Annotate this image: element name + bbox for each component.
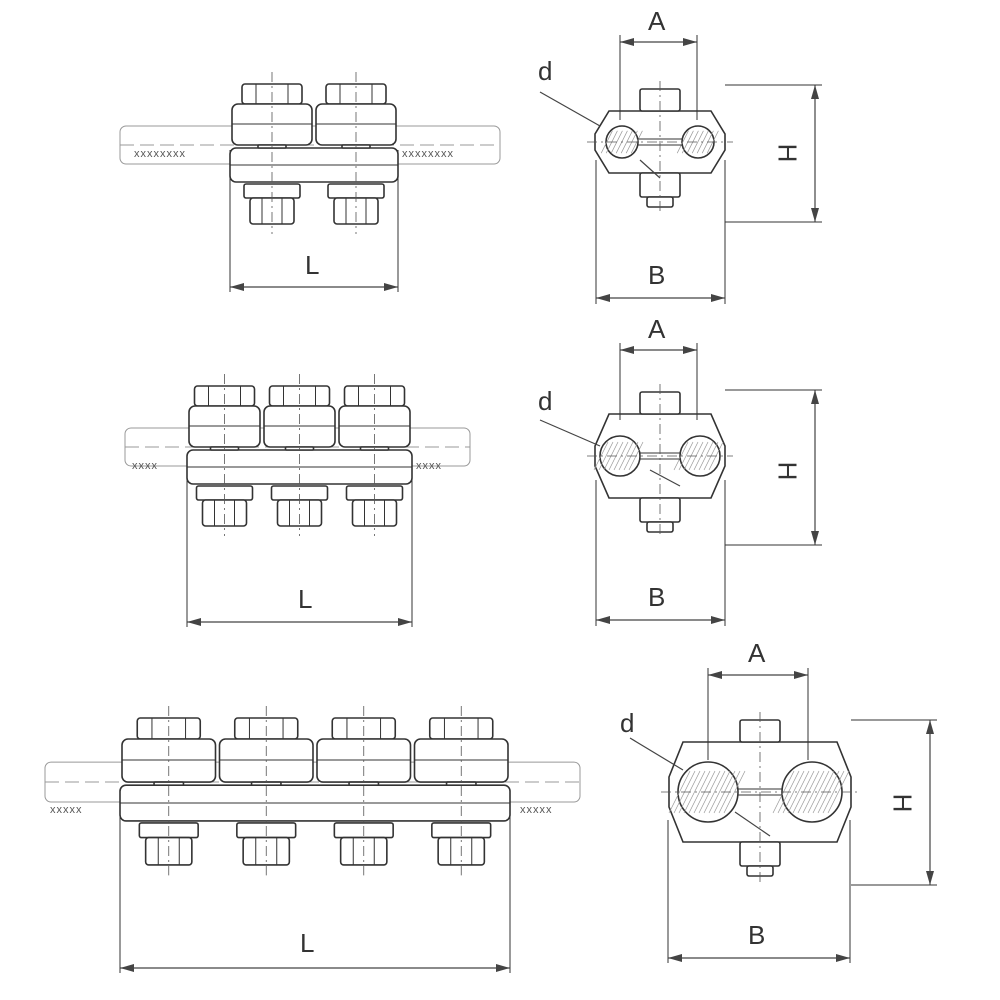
hatch-line — [782, 770, 805, 814]
dim-H-2-arrowhead — [811, 531, 819, 545]
dim-B-2-arrowhead — [596, 616, 610, 624]
dim-L-3-arrowhead — [496, 964, 510, 972]
dim-H-2-arrowhead — [811, 390, 819, 404]
conductor-section-2 — [599, 435, 641, 477]
hatch-line — [822, 770, 845, 814]
dim-B-1-arrowhead — [596, 294, 610, 302]
leader-d-2b — [649, 469, 681, 487]
dim-label-L-3: L — [300, 928, 315, 958]
dim-label-d-1: d — [538, 56, 553, 86]
wire-marking-right-3: xxxxx — [520, 804, 553, 816]
dim-L-2-arrowhead — [187, 618, 201, 626]
leader-d-3b — [734, 811, 771, 837]
dim-label-H-3: H — [887, 793, 918, 813]
wire-marking-left-3: xxxxx — [50, 804, 83, 816]
dim-label-A-1: A — [648, 6, 666, 36]
hatch-line — [691, 130, 704, 154]
spacer-3-1 — [250, 781, 282, 786]
dim-H-3-arrowhead — [926, 720, 934, 734]
hatch-line — [688, 770, 711, 814]
dim-L-3-arrowhead — [120, 964, 134, 972]
dim-label-d-3: d — [620, 708, 635, 738]
hatch-line — [787, 770, 810, 814]
leader-d-1 — [539, 91, 601, 127]
spacer-3-0 — [153, 781, 185, 786]
leader-d-2 — [539, 419, 601, 447]
wire-marking-left-2: xxxx — [132, 460, 158, 472]
dim-A-2-arrowhead — [620, 346, 634, 354]
dim-B-1-arrowhead — [711, 294, 725, 302]
dim-A-3-arrowhead — [708, 671, 722, 679]
hatch-line — [600, 130, 613, 154]
clamp-body-2 — [594, 413, 726, 499]
wire-marking-left-1: xxxxxxxx — [134, 148, 186, 160]
spacer-3-2 — [348, 781, 380, 786]
hatch-line — [620, 130, 633, 154]
hatch-line — [723, 770, 746, 814]
dim-label-H-2: H — [772, 461, 803, 481]
leader-d-1b — [639, 159, 661, 179]
dim-label-B-2: B — [648, 582, 666, 612]
dim-H-3-arrowhead — [926, 871, 934, 885]
spacer-3-3 — [445, 781, 477, 786]
hatch-line — [678, 441, 694, 471]
wire-marking-right-2: xxxx — [416, 460, 442, 472]
dim-label-d-2: d — [538, 386, 553, 416]
wire-marking-right-1: xxxxxxxx — [402, 148, 454, 160]
dim-L-2-arrowhead — [398, 618, 412, 626]
hatch-line — [802, 770, 825, 814]
dim-label-A-3: A — [748, 638, 766, 668]
hatch-line — [807, 770, 830, 814]
hatch-line — [598, 441, 614, 471]
hatch-line — [708, 770, 731, 814]
dim-H-1-arrowhead — [811, 85, 819, 99]
dim-B-3-arrowhead — [668, 954, 682, 962]
hatch-line — [618, 441, 634, 471]
dim-label-L-1: L — [305, 250, 320, 280]
hatch-line — [698, 441, 714, 471]
dim-A-1-arrowhead — [683, 38, 697, 46]
dim-label-A-2: A — [648, 314, 666, 344]
dim-L-1-arrowhead — [230, 283, 244, 291]
dim-B-2-arrowhead — [711, 616, 725, 624]
hatch-line — [827, 770, 850, 814]
dim-A-3-arrowhead — [794, 671, 808, 679]
hatch-line — [668, 770, 691, 814]
hatch-line — [683, 770, 706, 814]
hatch-line — [703, 770, 726, 814]
dim-label-L-2: L — [298, 584, 313, 614]
dim-label-B-1: B — [648, 260, 666, 290]
conductor-section-2 — [679, 435, 721, 477]
dim-B-3-arrowhead — [836, 954, 850, 962]
dim-label-H-1: H — [772, 143, 803, 163]
dim-A-2-arrowhead — [683, 346, 697, 354]
dim-A-1-arrowhead — [620, 38, 634, 46]
dim-L-1-arrowhead — [384, 283, 398, 291]
dim-H-1-arrowhead — [811, 208, 819, 222]
leader-d-3 — [629, 737, 684, 771]
dim-label-B-3: B — [748, 920, 766, 950]
